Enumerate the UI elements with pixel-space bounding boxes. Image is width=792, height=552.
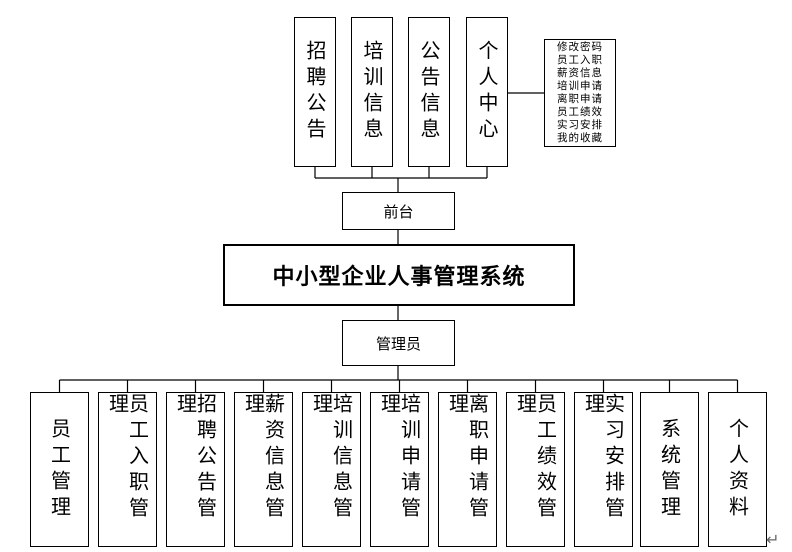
personal-center-item: 员工绩效: [557, 106, 603, 118]
module-label: 培训信息: [360, 40, 384, 144]
admin-module-system: 系统管理: [640, 392, 699, 547]
module-label: 培训申请管理: [377, 393, 422, 523]
module-label: 培训信息管理: [309, 393, 354, 523]
module-label: 员工入职管理: [105, 393, 150, 523]
personal-center-item: 离职申请: [557, 93, 603, 105]
personal-center-item: 实习安排: [557, 119, 603, 131]
admin-module-recruitment: 招聘公告管理: [166, 392, 225, 547]
admin-module-training-info: 培训信息管理: [302, 392, 361, 547]
admin-module-internship: 实习安排管理: [574, 392, 633, 547]
personal-center-item: 我的收藏: [557, 132, 603, 144]
admin-module-performance: 员工绩效管理: [506, 392, 565, 547]
module-label: 薪资信息管理: [241, 393, 286, 523]
frontend-module-training-info: 培训信息: [351, 17, 393, 167]
module-label: 员工管理: [47, 417, 72, 522]
frontend-module-announcement: 公告信息: [408, 17, 450, 167]
module-label: 个人中心: [475, 40, 499, 144]
personal-center-item: 培训申请: [557, 80, 603, 92]
admin-module-resignation: 离职申请管理: [438, 392, 497, 547]
admin-node: 管理员: [342, 320, 455, 366]
admin-module-employee: 员工管理: [30, 392, 89, 547]
module-label: 个人资料: [725, 417, 750, 522]
module-label: 招聘公告: [303, 40, 327, 144]
module-label: 员工绩效管理: [513, 393, 558, 523]
frontend-module-recruitment: 招聘公告: [294, 17, 336, 167]
frontend-node: 前台: [342, 192, 455, 230]
personal-center-item-list: 修改密码员工入职薪资信息培训申请离职申请员工绩效实习安排我的收藏: [544, 39, 616, 147]
module-label: 公告信息: [417, 40, 441, 144]
return-mark: ↵: [766, 530, 780, 549]
system-title-node: 中小型企业人事管理系统: [223, 244, 575, 306]
module-label: 实习安排管理: [581, 393, 626, 523]
personal-center-item: 修改密码: [557, 41, 603, 53]
personal-center-item: 薪资信息: [557, 67, 603, 79]
admin-module-salary: 薪资信息管理: [234, 392, 293, 547]
admin-label: 管理员: [375, 334, 421, 353]
frontend-module-personal-center: 个人中心: [466, 17, 508, 167]
frontend-label: 前台: [383, 202, 414, 221]
admin-module-profile: 个人资料: [708, 392, 767, 547]
admin-module-onboarding: 员工入职管理: [98, 392, 157, 547]
module-label: 系统管理: [657, 417, 682, 522]
system-title: 中小型企业人事管理系统: [272, 264, 526, 290]
personal-center-item: 员工入职: [557, 54, 603, 66]
module-label: 招聘公告管理: [173, 393, 218, 523]
admin-module-training-application: 培训申请管理: [370, 392, 429, 547]
module-label: 离职申请管理: [445, 393, 490, 523]
